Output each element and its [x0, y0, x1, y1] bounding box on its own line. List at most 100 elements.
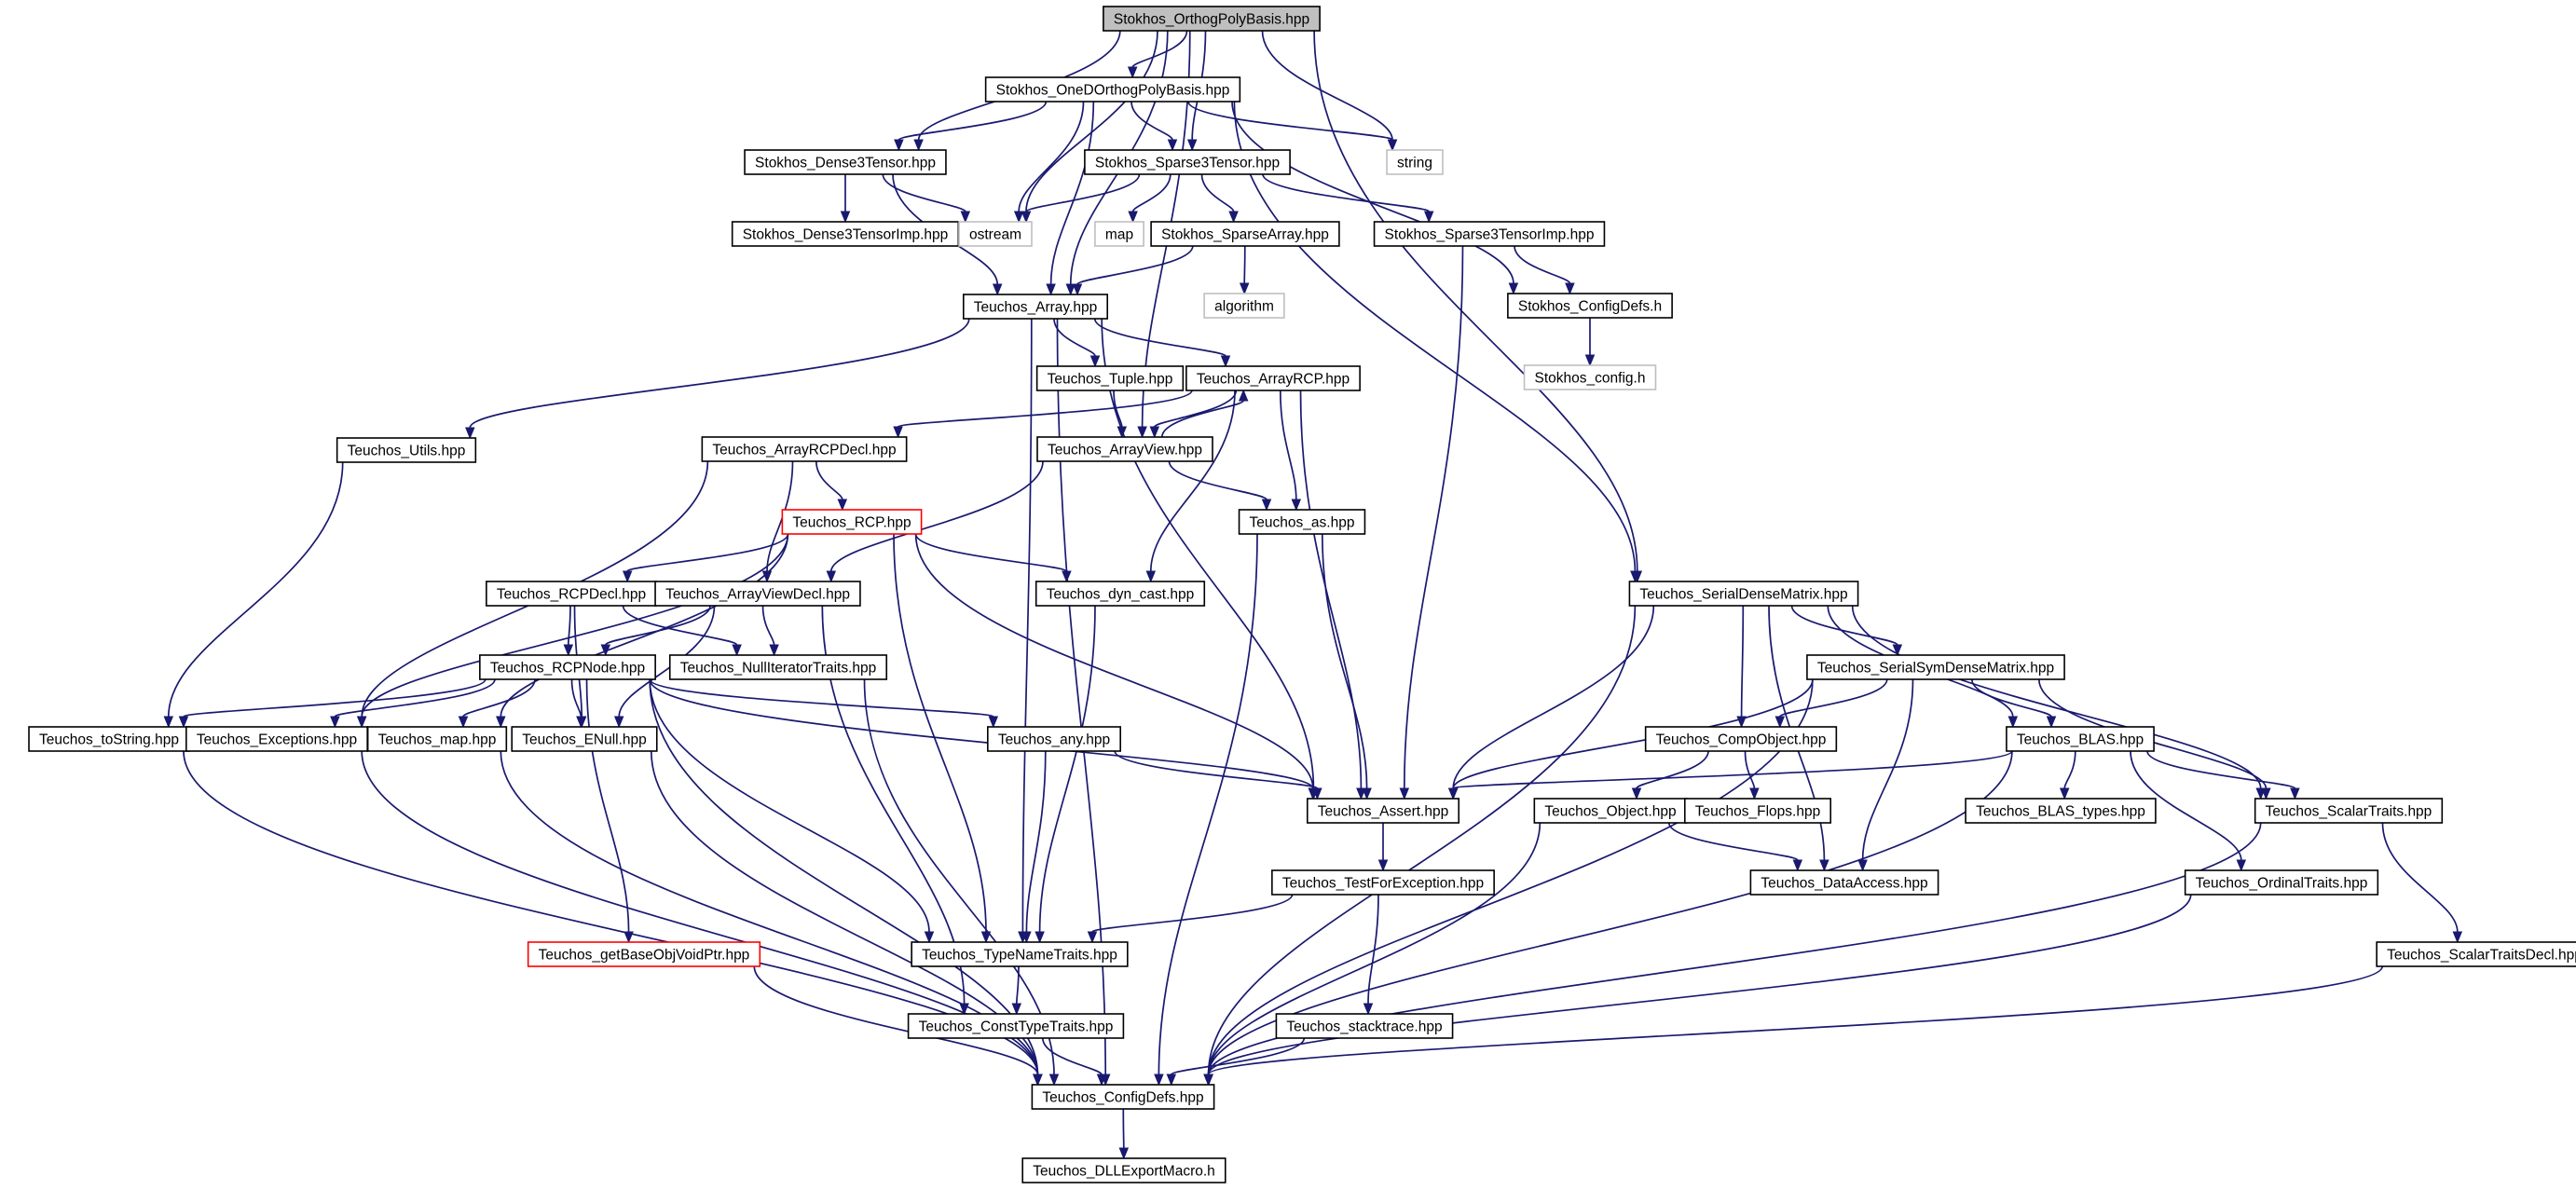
edge-tconfigdefs-to-dllexport: [1122, 1108, 1125, 1149]
edge-arrowhead: [1584, 354, 1596, 367]
node-oned[interactable]: Stokhos_OneDOrthogPolyBasis.hpp: [984, 76, 1241, 103]
edge-arrowhead: [2290, 787, 2300, 800]
node-stacktrace[interactable]: Teuchos_stacktrace.hpp: [1275, 1013, 1454, 1039]
edge-arrowhead: [1048, 1074, 1060, 1087]
node-arrayrcp[interactable]: Teuchos_ArrayRCP.hpp: [1185, 365, 1361, 391]
edge-as-to-assert: [1321, 533, 1368, 789]
node-label: Stokhos_ConfigDefs.h: [1518, 299, 1662, 315]
edge-sparse3-to-map: [1131, 173, 1172, 212]
node-label: Teuchos_OrdinalTraits.hpp: [2196, 876, 2368, 892]
edge-scalartraits-to-scalartraitsdecl: [2381, 822, 2459, 933]
node-dense3[interactable]: Stokhos_Dense3Tensor.hpp: [744, 149, 947, 175]
node-serialdense[interactable]: Teuchos_SerialDenseMatrix.hpp: [1628, 581, 1859, 607]
node-utils[interactable]: Teuchos_Utils.hpp: [336, 437, 477, 463]
node-typename[interactable]: Teuchos_TypeNameTraits.hpp: [911, 941, 1129, 967]
node-root[interactable]: Stokhos_OrthogPolyBasis.hpp: [1103, 6, 1321, 32]
node-box: [1031, 1084, 1215, 1110]
node-enull[interactable]: Teuchos_ENull.hpp: [511, 726, 658, 752]
node-exceptions[interactable]: Teuchos_Exceptions.hpp: [185, 726, 368, 752]
node-blastypes[interactable]: Teuchos_BLAS_types.hpp: [1965, 798, 2157, 824]
node-rcp[interactable]: Teuchos_RCP.hpp: [781, 509, 923, 535]
node-rcpnode[interactable]: Teuchos_RCPNode.hpp: [479, 654, 656, 680]
node-object[interactable]: Teuchos_Object.hpp: [1533, 798, 1688, 824]
node-label: Teuchos_as.hpp: [1250, 515, 1355, 531]
node-sparse3[interactable]: Stokhos_Sparse3Tensor.hpp: [1084, 149, 1291, 175]
node-box: [1275, 1013, 1454, 1039]
edge-arrowhead: [356, 716, 367, 729]
node-label: Teuchos_SerialDenseMatrix.hpp: [1639, 587, 1847, 603]
node-algorithm[interactable]: algorithm: [1203, 293, 1285, 319]
node-dense3imp[interactable]: Stokhos_Dense3TensorImp.hpp: [731, 221, 960, 247]
node-box: [1507, 293, 1673, 319]
node-arrayrcpdecl[interactable]: Teuchos_ArrayRCPDecl.hpp: [701, 436, 908, 462]
node-consttype[interactable]: Teuchos_ConstTypeTraits.hpp: [907, 1013, 1125, 1039]
edge-sparse3imp-to-assert: [1403, 245, 1464, 789]
node-ostream[interactable]: ostream: [958, 221, 1033, 247]
edge-arrayrcpdecl-to-rcp: [815, 460, 843, 500]
node-label: Teuchos_Object.hpp: [1544, 804, 1676, 820]
node-sparsearray[interactable]: Stokhos_SparseArray.hpp: [1150, 221, 1340, 247]
node-dyncast[interactable]: Teuchos_dyn_cast.hpp: [1035, 581, 1206, 607]
node-tuple[interactable]: Teuchos_Tuple.hpp: [1035, 365, 1185, 391]
edge-serialdense-to-scalartraits: [1851, 605, 2262, 789]
node-serialsym[interactable]: Teuchos_SerialSymDenseMatrix.hpp: [1806, 654, 2065, 680]
node-tmap[interactable]: Teuchos_map.hpp: [366, 726, 508, 752]
edge-oned-to-sparse3: [1130, 101, 1173, 141]
edge-arrowhead: [1565, 282, 1575, 295]
node-map[interactable]: map: [1094, 221, 1144, 247]
edge-arrowhead: [1363, 1003, 1374, 1016]
node-tostring[interactable]: Teuchos_toString.hpp: [28, 726, 190, 752]
edge-rcpdecl-to-rcpnode: [567, 605, 571, 646]
edge-rcpnode-to-tostring: [183, 678, 486, 718]
edge-stacktrace-to-tconfigdefs: [1170, 1037, 1306, 1075]
node-array[interactable]: Teuchos_Array.hpp: [962, 294, 1109, 320]
node-tconfigdefs[interactable]: Teuchos_ConfigDefs.hpp: [1031, 1084, 1215, 1110]
node-label: Teuchos_ArrayView.hpp: [1048, 443, 1202, 458]
edge-arrowhead: [1630, 570, 1640, 583]
edge-arrowhead: [2261, 787, 2271, 800]
node-box: [1628, 581, 1859, 607]
edge-rcp-to-dyncast: [914, 533, 1068, 572]
edge-compobject-to-object: [1636, 750, 1709, 789]
node-arrayviewdecl[interactable]: Teuchos_ArrayViewDecl.hpp: [654, 581, 861, 607]
node-any[interactable]: Teuchos_any.hpp: [987, 726, 1121, 752]
edge-root-to-oned: [1131, 30, 1188, 68]
node-scalartraits[interactable]: Teuchos_ScalarTraits.hpp: [2254, 798, 2444, 824]
node-box: [987, 726, 1121, 752]
edge-sparse3imp-to-stokconfigdefs: [1514, 245, 1571, 284]
node-string[interactable]: string: [1386, 149, 1444, 175]
edge-sparsearray-to-algorithm: [1243, 245, 1246, 284]
node-stokconfigdefs[interactable]: Stokhos_ConfigDefs.h: [1507, 293, 1673, 319]
node-label: Stokhos_OneDOrthogPolyBasis.hpp: [996, 83, 1230, 99]
node-testforexc[interactable]: Teuchos_TestForException.hpp: [1271, 869, 1495, 896]
edge-arrowhead: [2046, 716, 2057, 729]
edge-arrayview-to-arrayrcp: [1160, 400, 1245, 438]
edge-arrowhead: [622, 570, 633, 583]
edge-dyncast-to-typename: [1038, 605, 1096, 933]
edge-arrayrcpdecl-to-arrayviewdecl: [766, 460, 794, 572]
edge-array-to-arrayrcp: [1093, 318, 1226, 357]
node-blas[interactable]: Teuchos_BLAS.hpp: [2006, 726, 2155, 752]
node-as[interactable]: Teuchos_as.hpp: [1238, 509, 1366, 535]
node-scalartraitsdecl[interactable]: Teuchos_ScalarTraitsDecl.hpp: [2376, 941, 2576, 967]
node-rcpdecl[interactable]: Teuchos_RCPDecl.hpp: [486, 581, 657, 607]
node-nulliter[interactable]: Teuchos_NullIteratorTraits.hpp: [668, 654, 888, 680]
node-dllexport[interactable]: Teuchos_DLLExportMacro.h: [1021, 1157, 1226, 1183]
node-compobject[interactable]: Teuchos_CompObject.hpp: [1644, 726, 1838, 752]
edge-arrowhead: [1749, 787, 1760, 800]
edge-tuple-to-arrayview: [1113, 390, 1123, 428]
node-arrayview[interactable]: Teuchos_ArrayView.hpp: [1036, 436, 1213, 462]
edge-rcpnode-to-enull: [570, 678, 582, 718]
node-box: [1306, 798, 1460, 824]
edge-arrowhead: [1149, 426, 1160, 439]
node-dataaccess[interactable]: Teuchos_DataAccess.hpp: [1749, 869, 1939, 896]
node-assert[interactable]: Teuchos_Assert.hpp: [1306, 798, 1460, 824]
edge-sparse3-to-ostream: [1025, 173, 1141, 212]
node-stokconfig[interactable]: Stokhos_config.h: [1523, 364, 1657, 390]
node-sparse3imp[interactable]: Stokhos_Sparse3TensorImp.hpp: [1373, 221, 1606, 247]
edge-utils-to-tostring: [167, 461, 344, 718]
node-getbase[interactable]: Teuchos_getBaseObjVoidPtr.hpp: [527, 941, 761, 967]
node-ordinaltraits[interactable]: Teuchos_OrdinalTraits.hpp: [2184, 869, 2379, 896]
node-flops[interactable]: Teuchos_Flops.hpp: [1683, 798, 1832, 824]
edge-arrowhead: [1387, 139, 1398, 152]
